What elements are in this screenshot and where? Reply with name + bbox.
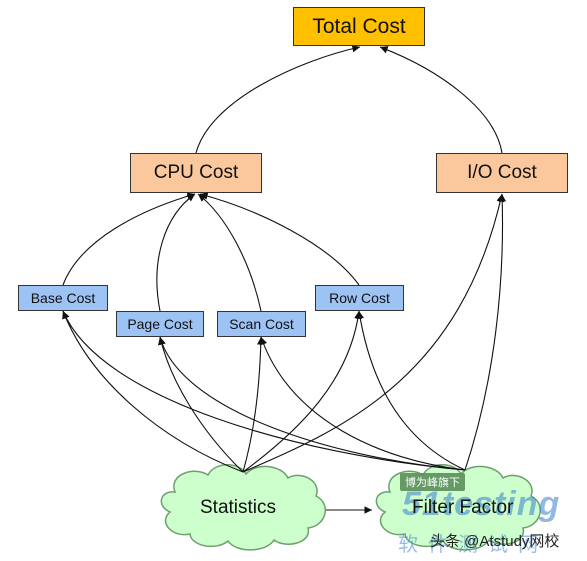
filter-factor-label: Filter Factor xyxy=(412,497,514,518)
page-cost-node: Page Cost xyxy=(116,311,204,337)
edge-row-to-cpu xyxy=(199,192,360,286)
cpu-cost-node: CPU Cost xyxy=(130,153,262,193)
edge-stats-to-base xyxy=(62,310,244,473)
edge-filter-to-io xyxy=(464,193,507,471)
io-cost-node: I/O Cost xyxy=(436,153,568,193)
edge-filter-to-row xyxy=(356,310,466,471)
watermark-credit: 头条 @Atstudy网校 xyxy=(430,533,560,550)
edge-filter-to-page xyxy=(158,336,466,471)
total-cost-node: Total Cost xyxy=(293,7,425,46)
scan-cost-node: Scan Cost xyxy=(217,311,306,337)
edge-filter-to-scan xyxy=(259,336,466,471)
edge-filter-to-base xyxy=(62,310,466,471)
watermark-chinese-text: 软件测试网 xyxy=(398,534,548,556)
edge-base-to-cpu xyxy=(62,192,196,286)
edge-page-to-cpu xyxy=(156,193,196,312)
edge-stats-to-page xyxy=(157,336,244,473)
edge-io-to-total xyxy=(379,46,503,154)
edge-stats-to-row xyxy=(242,310,362,473)
edge-stats-to-scan xyxy=(242,336,265,473)
edge-cpu-to-total xyxy=(195,44,361,154)
watermark-tag: 博为峰旗下 xyxy=(400,473,465,491)
edge-scan-to-cpu xyxy=(197,193,262,312)
watermark-logo: 51testing xyxy=(402,485,561,523)
statistics-cloud xyxy=(160,464,326,551)
statistics-label: Statistics xyxy=(200,497,277,518)
base-cost-node: Base Cost xyxy=(18,285,108,311)
edge-stats-to-io xyxy=(242,193,505,473)
row-cost-node: Row Cost xyxy=(315,285,404,311)
